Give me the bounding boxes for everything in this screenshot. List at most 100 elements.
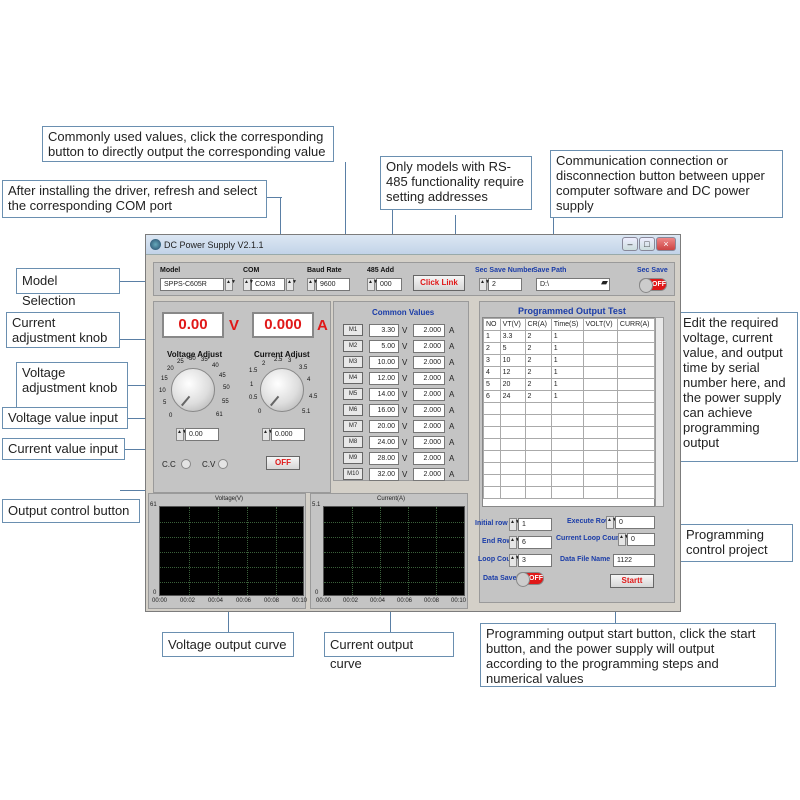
preset-m4-button[interactable]: M4 <box>343 372 363 384</box>
table-cell[interactable]: 3.3 <box>499 330 526 343</box>
preset-current-value[interactable]: 2.000 <box>413 452 445 465</box>
baud-select[interactable]: 9600 <box>316 278 350 291</box>
model-select[interactable]: SPPS-C605R <box>160 278 224 291</box>
preset-voltage-value[interactable]: 5.00 <box>369 340 399 353</box>
table-cell[interactable] <box>616 402 656 415</box>
loop-count-input[interactable]: 3 <box>518 554 552 567</box>
initial-row-stepper[interactable]: ▲▼ <box>509 518 520 531</box>
data-save-toggle[interactable]: OFF <box>516 572 544 587</box>
table-cell[interactable] <box>582 462 618 475</box>
table-cell[interactable] <box>582 450 618 463</box>
table-row[interactable] <box>483 438 656 451</box>
table-cell[interactable] <box>550 426 584 439</box>
table-cell[interactable] <box>499 438 526 451</box>
table-cell[interactable] <box>616 438 656 451</box>
table-cell[interactable] <box>616 426 656 439</box>
table-cell[interactable] <box>582 486 618 499</box>
preset-m9-button[interactable]: M9 <box>343 452 363 464</box>
current-input-stepper[interactable]: ▲▼ <box>262 428 273 441</box>
preset-current-value[interactable]: 2.000 <box>413 356 445 369</box>
table-cell[interactable] <box>524 402 552 415</box>
table-cell[interactable] <box>483 486 501 499</box>
preset-voltage-value[interactable]: 20.00 <box>369 420 399 433</box>
table-cell[interactable]: 1 <box>550 330 584 343</box>
table-cell[interactable] <box>499 414 526 427</box>
sec-save-number-input[interactable]: 2 <box>488 278 522 291</box>
table-cell[interactable]: 5 <box>499 342 526 355</box>
preset-current-value[interactable]: 2.000 <box>413 436 445 449</box>
execute-row-input[interactable]: 0 <box>615 516 655 529</box>
table-cell[interactable] <box>616 462 656 475</box>
table-cell[interactable] <box>524 474 552 487</box>
table-cell[interactable] <box>616 414 656 427</box>
address-stepper[interactable]: ▲▼ <box>367 278 378 291</box>
table-cell[interactable]: 2 <box>524 354 552 367</box>
current-loop-count-input[interactable]: 0 <box>627 533 655 546</box>
current-value-input[interactable]: 0.000 <box>271 428 305 441</box>
table-cell[interactable]: 2 <box>524 330 552 343</box>
table-cell[interactable]: 1 <box>550 378 584 391</box>
preset-voltage-value[interactable]: 32.00 <box>369 468 399 481</box>
table-cell[interactable]: 4 <box>483 366 501 379</box>
table-cell[interactable] <box>499 450 526 463</box>
com-dropdown-icon[interactable]: ▲▼ <box>243 278 254 291</box>
table-cell[interactable]: 2 <box>483 342 501 355</box>
table-cell[interactable] <box>616 354 656 367</box>
table-cell[interactable] <box>582 426 618 439</box>
table-row[interactable] <box>483 426 656 439</box>
table-cell[interactable] <box>483 414 501 427</box>
table-cell[interactable] <box>524 450 552 463</box>
table-cell[interactable] <box>582 366 618 379</box>
preset-voltage-value[interactable]: 12.00 <box>369 372 399 385</box>
table-cell[interactable]: 12 <box>499 366 526 379</box>
preset-current-value[interactable]: 2.000 <box>413 404 445 417</box>
current-knob[interactable] <box>260 368 304 412</box>
table-cell[interactable] <box>483 438 501 451</box>
table-cell[interactable] <box>550 438 584 451</box>
table-cell[interactable] <box>582 378 618 391</box>
preset-current-value[interactable]: 2.000 <box>413 468 445 481</box>
table-cell[interactable] <box>616 330 656 343</box>
table-cell[interactable] <box>616 450 656 463</box>
table-cell[interactable] <box>483 426 501 439</box>
table-cell[interactable] <box>524 414 552 427</box>
table-cell[interactable] <box>582 402 618 415</box>
preset-voltage-value[interactable]: 16.00 <box>369 404 399 417</box>
end-row-input[interactable]: 6 <box>518 536 552 549</box>
output-button[interactable]: OFF <box>266 456 300 470</box>
table-cell[interactable] <box>483 474 501 487</box>
table-cell[interactable] <box>550 486 584 499</box>
table-cell[interactable] <box>582 474 618 487</box>
table-cell[interactable]: 1 <box>550 354 584 367</box>
preset-current-value[interactable]: 2.000 <box>413 388 445 401</box>
table-cell[interactable]: 5 <box>483 378 501 391</box>
table-cell[interactable] <box>616 474 656 487</box>
preset-current-value[interactable]: 2.000 <box>413 420 445 433</box>
preset-voltage-value[interactable]: 14.00 <box>369 388 399 401</box>
com-refresh-icon[interactable]: ▲▼ <box>286 278 297 291</box>
table-cell[interactable] <box>616 342 656 355</box>
table-cell[interactable]: 6 <box>483 390 501 403</box>
table-cell[interactable] <box>582 330 618 343</box>
table-cell[interactable]: 3 <box>483 354 501 367</box>
table-cell[interactable] <box>616 390 656 403</box>
loop-count-stepper[interactable]: ▲▼ <box>509 554 520 567</box>
table-cell[interactable]: 10 <box>499 354 526 367</box>
table-cell[interactable] <box>524 438 552 451</box>
preset-current-value[interactable]: 2.000 <box>413 340 445 353</box>
table-cell[interactable] <box>499 486 526 499</box>
table-cell[interactable]: 2 <box>524 378 552 391</box>
table-cell[interactable] <box>616 378 656 391</box>
table-cell[interactable]: 1 <box>550 366 584 379</box>
table-cell[interactable]: 1 <box>483 330 501 343</box>
table-row[interactable] <box>483 462 656 475</box>
table-cell[interactable] <box>550 474 584 487</box>
preset-m10-button[interactable]: M10 <box>343 468 363 480</box>
data-file-name-input[interactable]: 1122 <box>613 554 655 567</box>
preset-voltage-value[interactable]: 28.00 <box>369 452 399 465</box>
table-cell[interactable] <box>499 426 526 439</box>
